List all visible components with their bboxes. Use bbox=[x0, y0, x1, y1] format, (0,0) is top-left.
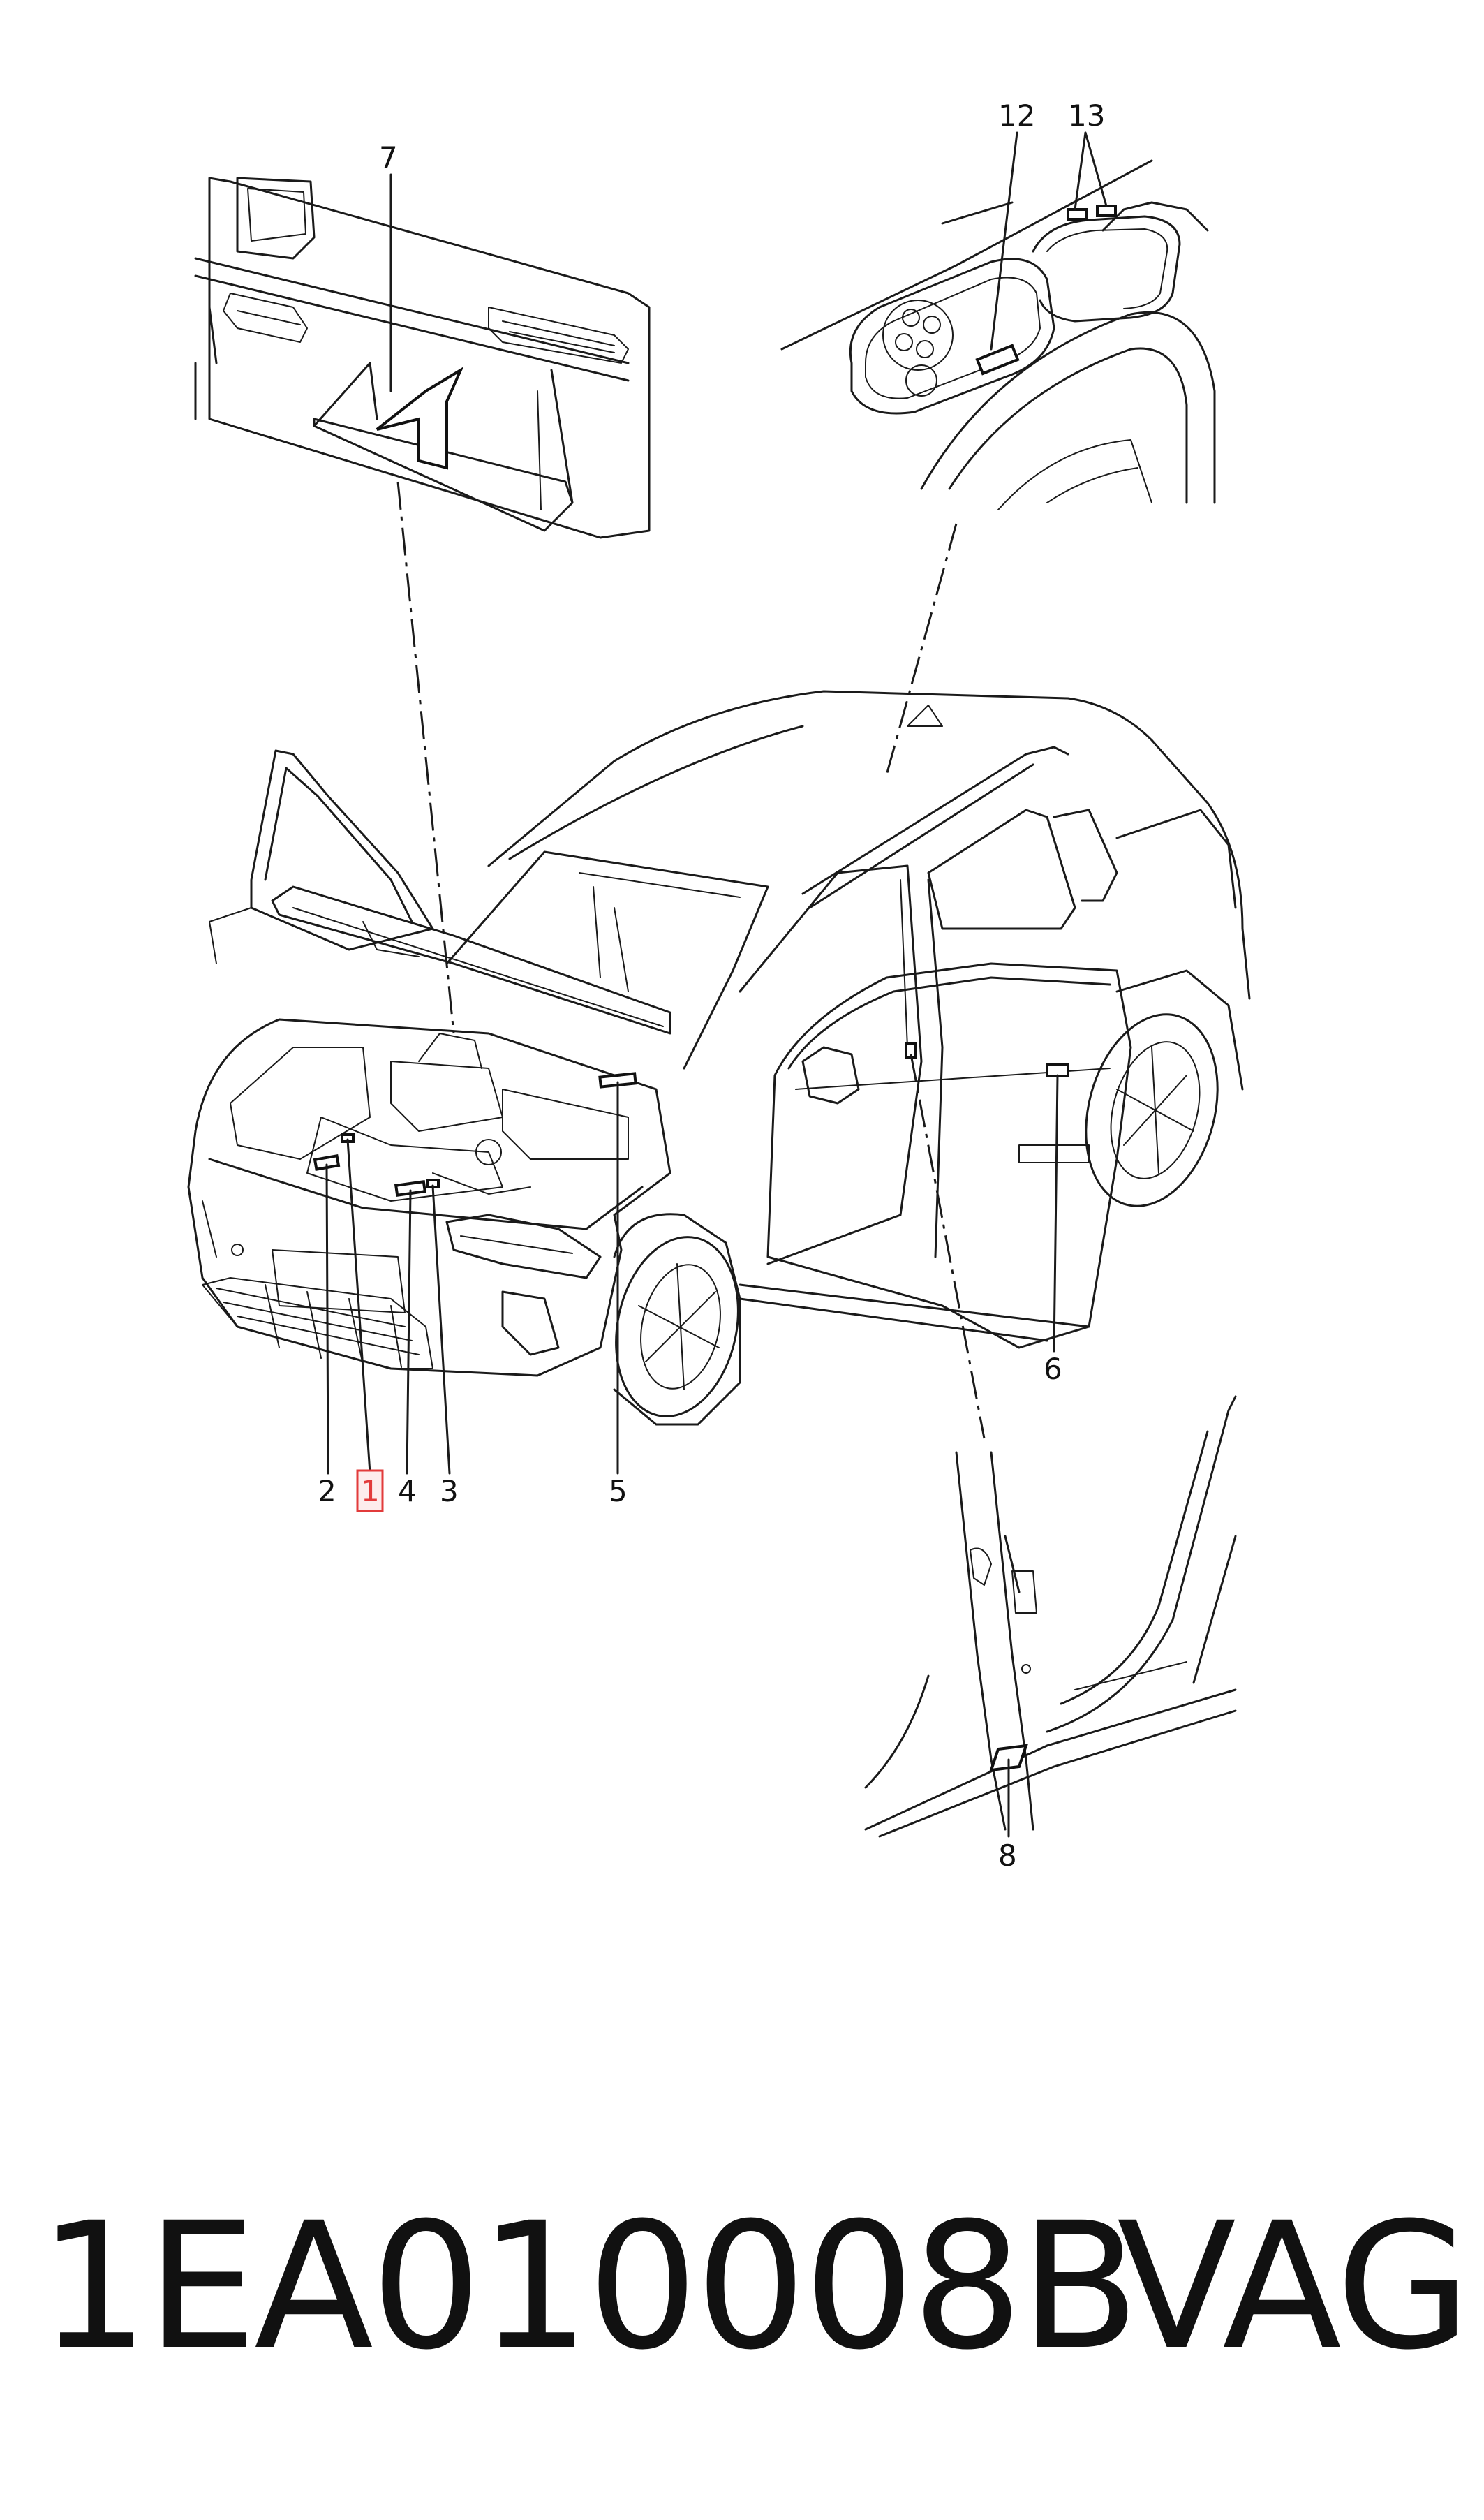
callout-1-highlight bbox=[356, 1469, 384, 1512]
sticker-13a bbox=[1067, 208, 1088, 221]
callout-13: 13 bbox=[1068, 98, 1105, 133]
callout-3: 3 bbox=[440, 1474, 459, 1508]
sticker-8 bbox=[989, 1744, 1028, 1772]
callout-8: 8 bbox=[998, 1839, 1017, 1873]
callout-labels: 7 12 13 2 1 4 3 5 6 8 bbox=[318, 98, 1105, 1873]
inset-b-pillar bbox=[864, 1395, 1237, 1838]
callout-1: 1 bbox=[361, 1474, 380, 1508]
sticker-7 bbox=[376, 367, 464, 470]
callout-7: 7 bbox=[379, 140, 398, 175]
callout-2: 2 bbox=[318, 1474, 336, 1508]
vehicle-main-view bbox=[187, 690, 1251, 1426]
brand-name: VAG bbox=[1117, 2185, 1471, 2388]
callout-4: 4 bbox=[398, 1474, 417, 1508]
sticker-12 bbox=[975, 344, 1020, 376]
part-number: 1EA010008B bbox=[38, 2185, 1140, 2388]
callout-12: 12 bbox=[998, 98, 1035, 133]
callout-5: 5 bbox=[609, 1474, 628, 1508]
leader-lines bbox=[325, 131, 1108, 1838]
sticker-13b bbox=[1096, 205, 1117, 217]
callout-6: 6 bbox=[1044, 1352, 1062, 1386]
inset-hood-underside bbox=[194, 177, 651, 539]
inset-charging-port bbox=[780, 159, 1216, 510]
